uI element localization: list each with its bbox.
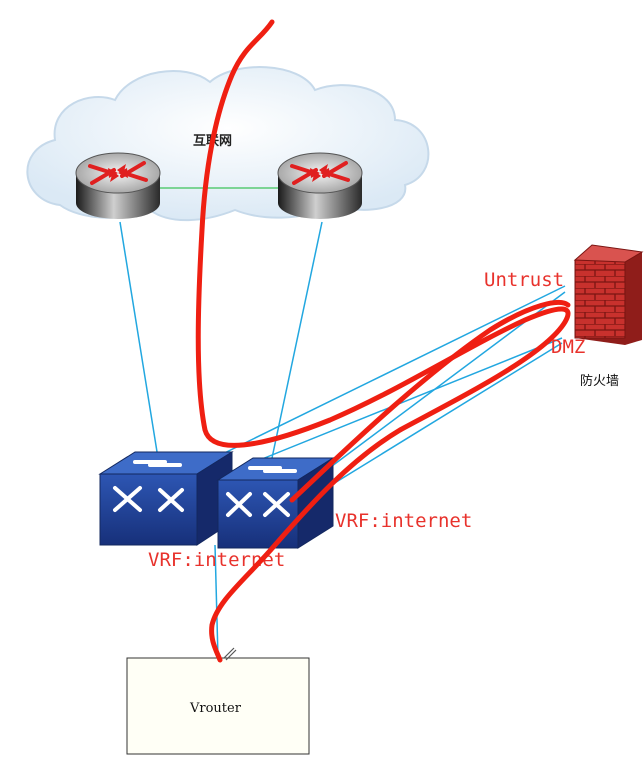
switch-right-vrf-label: VRF:internet	[335, 510, 472, 532]
dmz-label: DMZ	[551, 336, 585, 358]
firewall: 防火墙 Untrust DMZ	[484, 244, 644, 389]
switch-left-vrf-label: VRF:internet	[148, 549, 285, 571]
firewall-label: 防火墙	[580, 373, 619, 389]
cursor-icon	[223, 647, 237, 661]
vrouter-label: Vrouter	[189, 701, 242, 716]
untrust-label: Untrust	[484, 269, 564, 291]
link-switch2-dmz	[319, 342, 563, 493]
traffic-path-return	[289, 300, 571, 503]
router-right	[277, 152, 363, 219]
traffic-path-annotation	[195, 19, 571, 663]
link-router1-switch1	[119, 221, 159, 459]
firewall-icon	[573, 244, 644, 345]
switch-left	[98, 451, 234, 546]
router-left	[75, 152, 161, 219]
switch-icon	[98, 451, 234, 546]
vrouter-box: Vrouter	[126, 657, 310, 755]
router-icon	[277, 152, 363, 219]
link-switch1-untrust	[199, 285, 566, 466]
link-switch-vrouter	[214, 544, 219, 659]
link-router2-switch2	[271, 221, 323, 459]
router-icon	[75, 152, 161, 219]
link-switch1-dmz	[209, 337, 563, 481]
